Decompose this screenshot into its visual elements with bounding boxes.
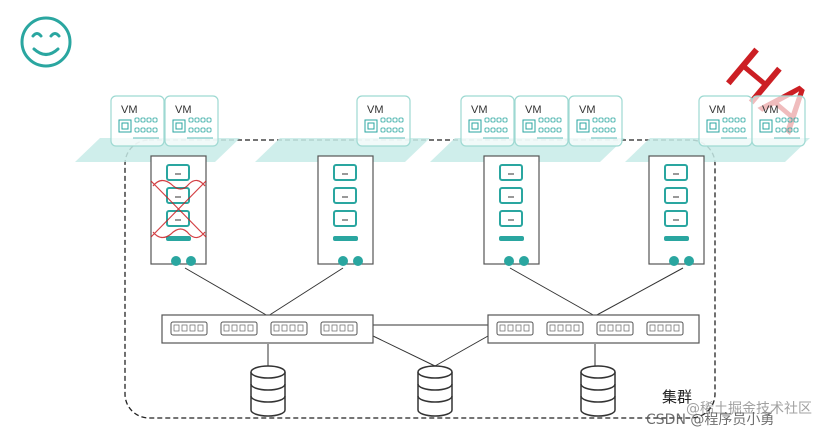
vm-label: VM — [579, 104, 596, 116]
server — [648, 155, 705, 266]
network-links — [184, 267, 684, 368]
vm-box: VM — [698, 95, 753, 147]
vm-label: VM — [525, 104, 542, 116]
storage-group — [250, 365, 616, 417]
vm-group: VM VM VM VM VM VM VM VM — [110, 95, 806, 147]
vm-box: VM — [164, 95, 219, 147]
network-switch — [161, 314, 374, 344]
vm-label: VM — [367, 104, 384, 116]
server-group — [150, 155, 705, 266]
chip-icon — [706, 119, 720, 133]
server-failure-mark — [150, 179, 207, 239]
vm-box: VM — [460, 95, 515, 147]
storage-database-icon — [250, 365, 286, 417]
smiley-face-icon — [20, 16, 72, 68]
watermark-line-1: @稀土掘金技术社区 — [686, 401, 812, 417]
vm-box: VM — [751, 95, 806, 147]
network-switch — [487, 314, 700, 344]
chip-icon — [172, 119, 186, 133]
vm-label: VM — [762, 104, 779, 116]
chip-icon — [576, 119, 590, 133]
vm-label: VM — [471, 104, 488, 116]
chip-icon — [759, 119, 773, 133]
vm-label: VM — [121, 104, 138, 116]
server — [317, 155, 374, 266]
vm-box: VM — [568, 95, 623, 147]
storage-database-icon — [417, 365, 453, 417]
vm-label: VM — [175, 104, 192, 116]
server — [150, 155, 207, 266]
chip-icon — [364, 119, 378, 133]
vm-box: VM — [110, 95, 165, 147]
storage-database-icon — [580, 365, 616, 417]
chip-icon — [118, 119, 132, 133]
vm-box: VM — [356, 95, 411, 147]
watermark-line-2: CSDN @程序员小勇 — [646, 412, 774, 428]
chip-icon — [522, 119, 536, 133]
vm-label: VM — [709, 104, 726, 116]
cluster-label: 集群 — [662, 388, 692, 406]
vm-box: VM — [514, 95, 569, 147]
chip-icon — [468, 119, 482, 133]
switch-group — [161, 314, 700, 344]
server — [483, 155, 540, 266]
